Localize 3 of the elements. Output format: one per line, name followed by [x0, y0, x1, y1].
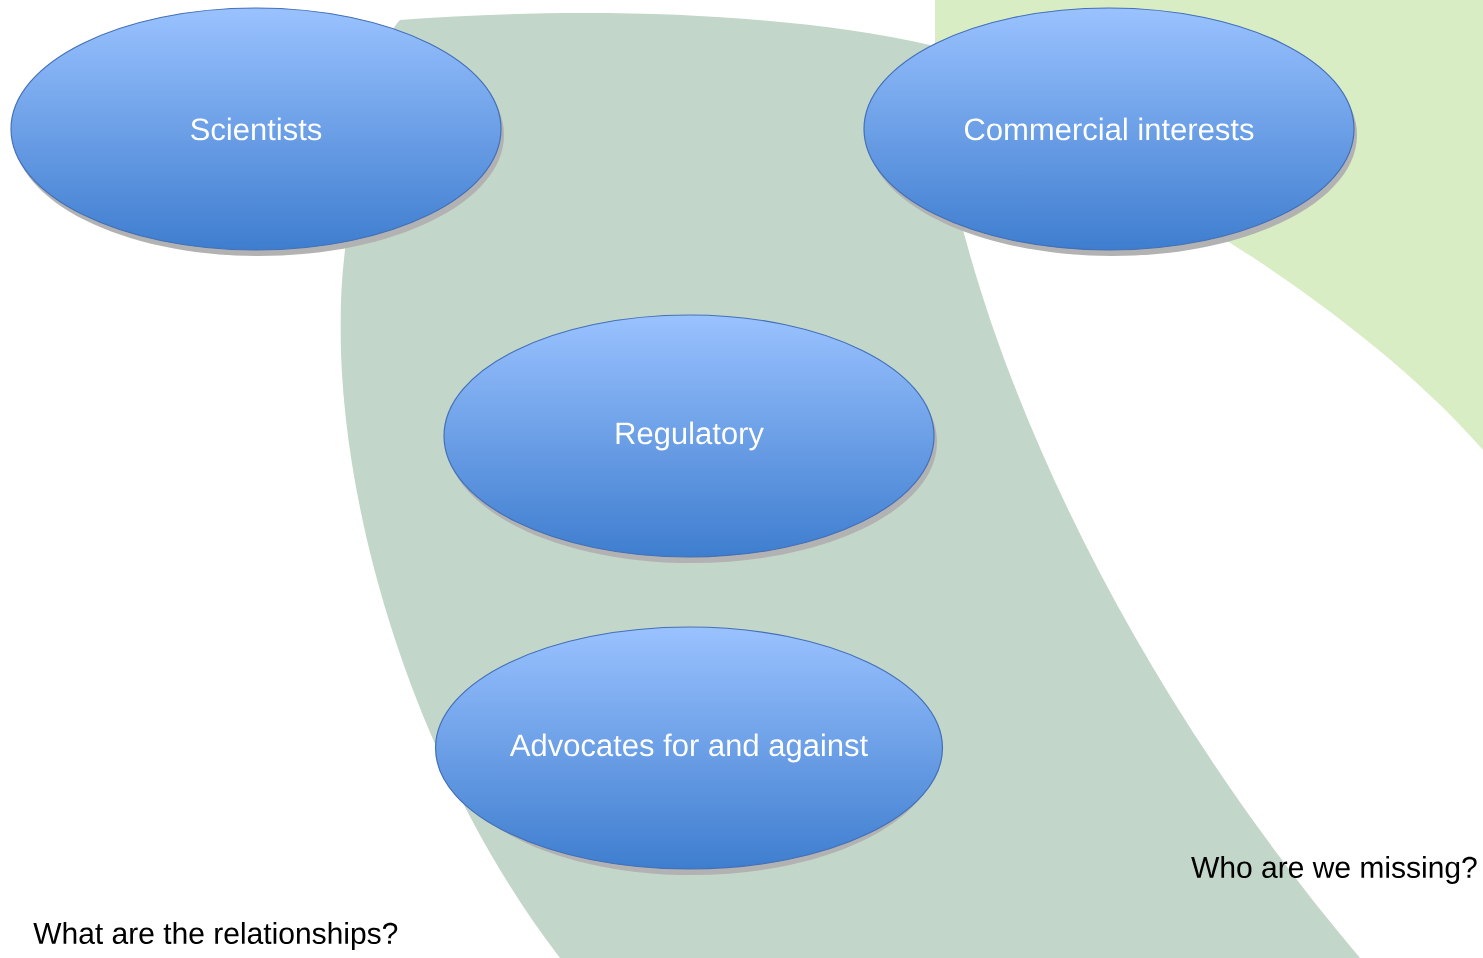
note-text: What are the relationships? [33, 922, 398, 950]
ellipse-node: Scientists [10, 7, 502, 251]
note-text: Who are we missing? [1191, 856, 1477, 884]
